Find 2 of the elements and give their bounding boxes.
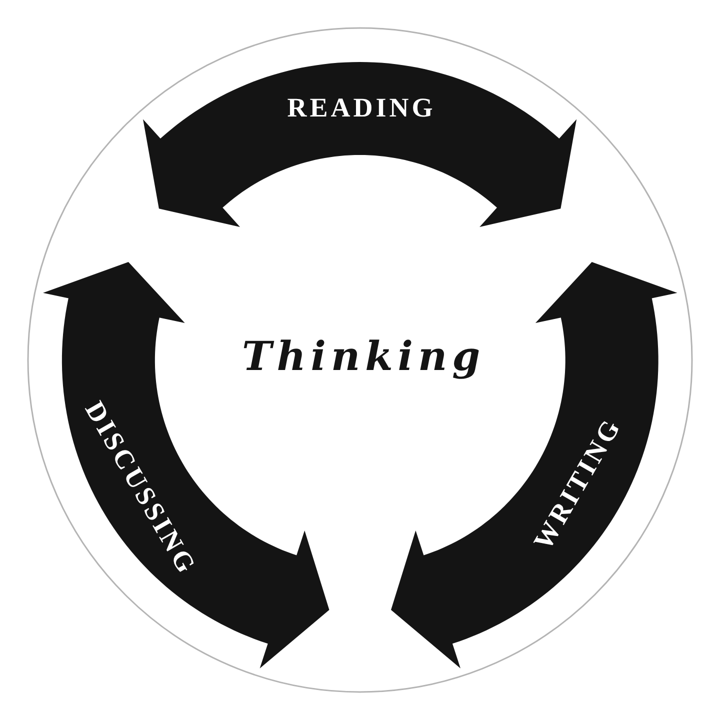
arrow-label: READING [286, 94, 436, 122]
center-label: Thinking [240, 337, 486, 377]
